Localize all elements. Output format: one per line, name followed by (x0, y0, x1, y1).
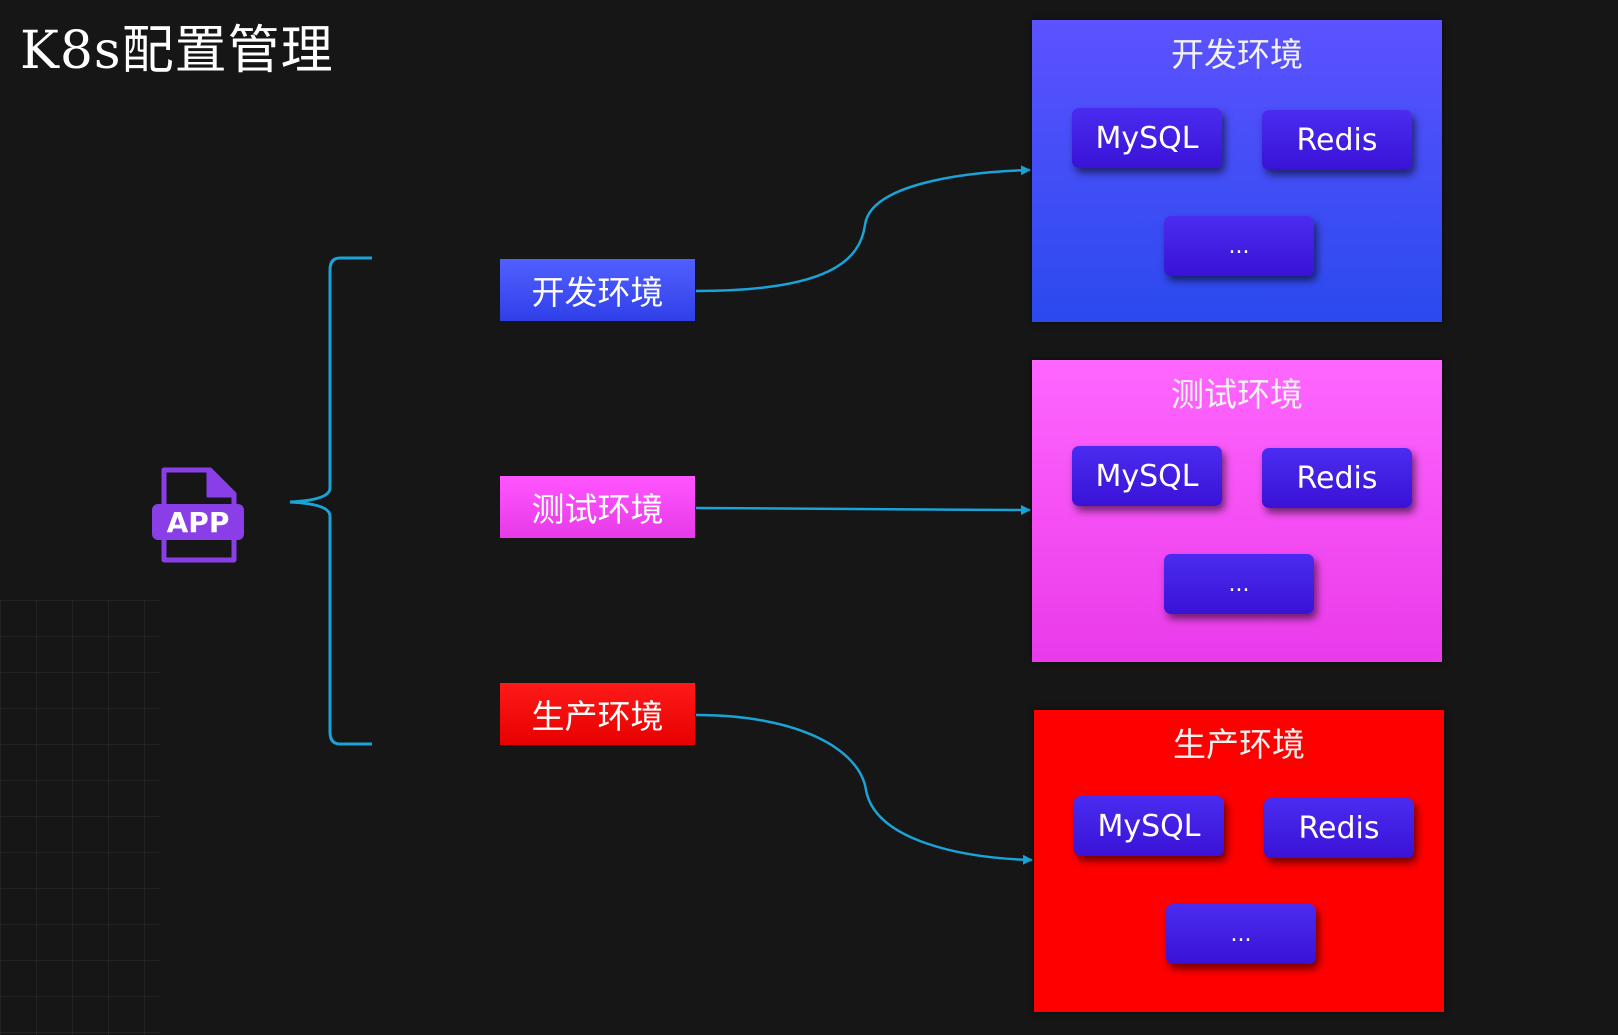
env-label-dev: 开发环境 (500, 259, 695, 321)
service-mysql: MySQL (1072, 108, 1222, 168)
service-more: ... (1164, 216, 1314, 276)
env-box-test: 测试环境 MySQL Redis ... (1032, 360, 1442, 662)
connector-prod (695, 713, 1033, 865)
service-more: ... (1166, 904, 1316, 964)
env-box-title: 开发环境 (1171, 35, 1303, 74)
service-redis: Redis (1262, 110, 1412, 170)
service-mysql: MySQL (1072, 446, 1222, 506)
page-title: K8s配置管理 (20, 21, 334, 81)
env-label-test: 测试环境 (500, 476, 695, 538)
connector-test (695, 504, 1031, 515)
service-redis: Redis (1264, 798, 1414, 858)
env-box-prod: 生产环境 MySQL Redis ... (1034, 710, 1444, 1012)
env-box-dev: 开发环境 MySQL Redis ... (1032, 20, 1442, 322)
env-label-prod: 生产环境 (500, 683, 695, 745)
app-file-icon: APP (152, 467, 244, 563)
env-box-title: 测试环境 (1171, 375, 1303, 414)
app-bracket (289, 256, 372, 746)
env-box-title: 生产环境 (1173, 725, 1305, 764)
service-more: ... (1164, 554, 1314, 614)
background-grid (0, 600, 160, 1035)
service-mysql: MySQL (1074, 796, 1224, 856)
app-icon-text: APP (167, 506, 230, 539)
connector-dev (695, 165, 1031, 293)
service-redis: Redis (1262, 448, 1412, 508)
